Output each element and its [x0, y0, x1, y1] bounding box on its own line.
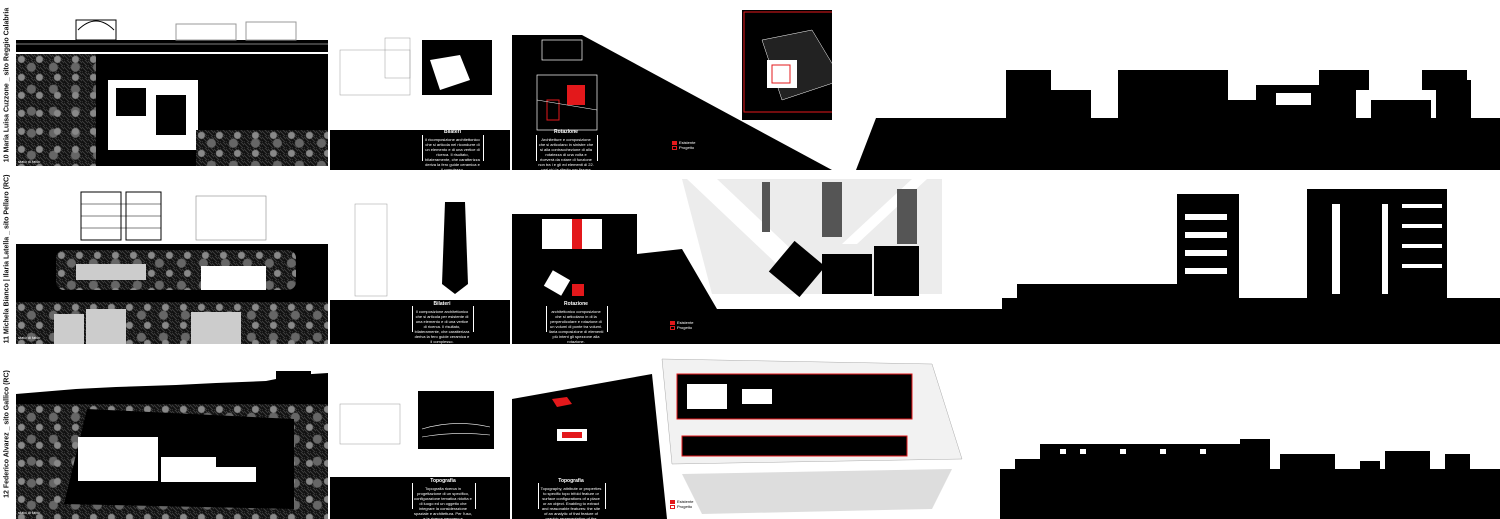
board-label: 12 Federico Alvarez _ sito Gallico (RC) — [3, 370, 11, 498]
site-caption: stato di fatto — [18, 335, 40, 340]
concept-bracket — [538, 483, 606, 509]
board-10: 10 Maria Luisa Cuzzone _ sito Reggio Cal… — [0, 0, 1500, 170]
concept-caption: Topografia Topography, attribute or prop… — [540, 479, 602, 519]
analysis-caption: Bilateri il ricomposizione architettonic… — [425, 129, 480, 171]
analysis-drawing-svg — [354, 202, 468, 297]
legend-project: Progetto — [670, 325, 693, 330]
analysis-bracket — [422, 135, 484, 161]
elevation-panel — [1002, 174, 1500, 344]
concept-caption: Rotazione Architetture e composizione ch… — [538, 129, 594, 171]
concept-panel: Topografia Topography, attribute or prop… — [512, 349, 992, 519]
analysis-panel: Bilateri il ricomposizione architettonic… — [330, 0, 510, 170]
site-plan-panel: stato di fatto — [16, 349, 328, 519]
analysis-bracket — [412, 306, 474, 332]
site-caption: stato di fatto — [18, 159, 40, 164]
legend-existing: Esistente — [670, 320, 693, 325]
site-section-svg — [80, 191, 267, 241]
concept-shape-svg — [512, 358, 963, 519]
concept-panel: Rotazione Architetture e composizione ch… — [512, 0, 832, 170]
legend: Esistente Progetto — [670, 320, 693, 330]
elevation-panel — [856, 0, 1500, 170]
analysis-caption: Bilateri Il composizione architettonico … — [414, 301, 470, 345]
analysis-drawing-svg — [339, 391, 494, 449]
legend-project: Progetto — [672, 145, 695, 150]
concept-bracket — [536, 135, 598, 161]
analysis-caption: Topografia Topografia ricerca in progett… — [414, 479, 472, 519]
concept-title: Rotazione — [554, 129, 578, 135]
site-section-svg — [16, 19, 328, 52]
analysis-title: Topografia — [430, 478, 456, 484]
analysis-bracket — [412, 483, 476, 509]
board-label: 11 Michela Bianco | Ilaria Latella _ sit… — [3, 174, 11, 344]
elevation-svg — [1002, 189, 1500, 344]
elevation-panel — [1000, 349, 1500, 519]
analysis-drawing-svg — [339, 37, 492, 96]
site-caption: stato di fatto — [18, 510, 40, 515]
analysis-text: Il composizione architettonico che si ar… — [414, 309, 470, 344]
analysis-panel: Topografia Topografia ricerca in progett… — [330, 349, 510, 519]
site-plan-panel: stato di fatto — [16, 174, 328, 344]
concept-title: Rotazione — [564, 301, 588, 307]
concept-title: Topografia — [558, 478, 584, 484]
concept-text: Topography, attribute or properties to s… — [540, 486, 602, 519]
concept-shape-svg — [512, 179, 1002, 344]
elevation-svg — [1000, 439, 1500, 519]
board-12: 12 Federico Alvarez _ sito Gallico (RC) … — [0, 349, 1500, 519]
concept-panel: Rotazione architettonico composizione ch… — [512, 174, 1002, 344]
legend: Esistente Progetto — [670, 499, 693, 509]
concept-text: Architetture e composizione che si artic… — [538, 137, 594, 170]
legend-existing: Esistente — [670, 499, 693, 504]
elevation-svg — [856, 70, 1500, 170]
concept-shape-svg — [512, 10, 832, 170]
legend: Esistente Progetto — [672, 140, 695, 150]
legend-project: Progetto — [670, 504, 693, 509]
analysis-text: Topografia ricerca in progettazione di u… — [414, 486, 472, 519]
analysis-panel: Bilateri Il composizione architettonico … — [330, 174, 510, 344]
board-11: 11 Michela Bianco | Ilaria Latella _ sit… — [0, 174, 1500, 344]
analysis-text: il ricomposizione architettonico che si … — [425, 137, 480, 170]
analysis-title: Bilateri — [444, 129, 461, 135]
concept-bracket — [546, 306, 608, 332]
site-section-svg — [16, 371, 328, 404]
board-label: 10 Maria Luisa Cuzzone _ sito Reggio Cal… — [3, 7, 11, 163]
site-plan-panel: stato di fatto — [16, 0, 328, 170]
concept-text: architettonico composizione che si artic… — [548, 309, 604, 344]
legend-existing: Esistente — [672, 140, 695, 145]
concept-caption: Rotazione architettonico composizione ch… — [548, 301, 604, 345]
analysis-title: Bilateri — [433, 301, 451, 307]
